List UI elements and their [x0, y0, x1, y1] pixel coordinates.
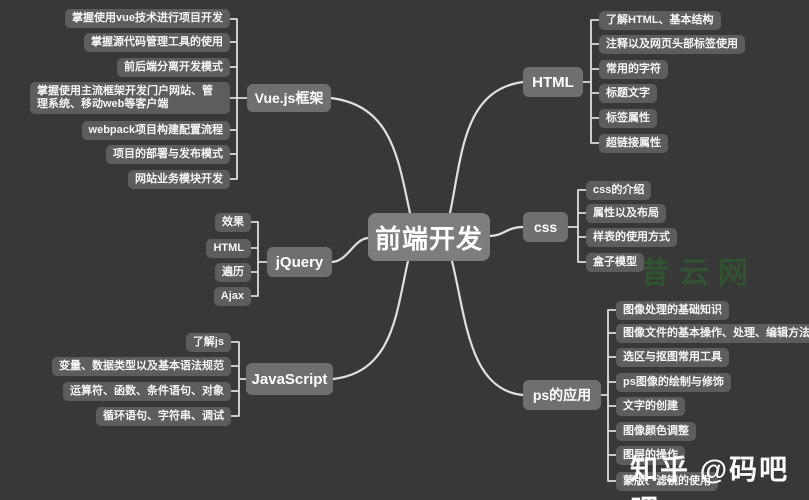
topic-node: 了解HTML、基本结构	[599, 11, 721, 30]
topic-node: 掌握源代码管理工具的使用	[84, 33, 230, 52]
topic-node: 蒙版、滤镜的使用	[616, 472, 718, 491]
topic-node: HTML	[206, 239, 251, 258]
topic-node: 样表的使用方式	[586, 228, 677, 247]
topic-node: 图像颜色调整	[616, 422, 696, 441]
topic-node: 标题文字	[599, 84, 657, 103]
topic-node: Ajax	[213, 287, 251, 306]
topic-node: 变量、数据类型以及基本语法规范	[52, 357, 231, 376]
center-topic-node: 前端开发	[368, 213, 490, 261]
zhihu-author-watermark: 知乎 @码吧吧	[630, 454, 790, 500]
topic-node: 前后端分离开发模式	[117, 58, 230, 77]
topic-node: 常用的字符	[599, 60, 668, 79]
branch-node-html: HTML	[523, 67, 583, 97]
connector-center-html	[448, 80, 525, 215]
topic-node: 网站业务模块开发	[128, 170, 230, 189]
topic-node: 属性以及布局	[586, 204, 666, 223]
topic-node: 效果	[215, 213, 251, 232]
topic-node: 掌握使用主流框架开发门户网站、管理系统、移动web等客户端	[30, 82, 230, 114]
topic-node: 掌握使用vue技术进行项目开发	[65, 9, 230, 28]
topic-node: 标签属性	[599, 109, 657, 128]
site-watermark: 昔云网	[640, 257, 757, 290]
child-bracket-connectors	[229, 18, 617, 482]
branch-node-vuejs: Vue.js框架	[247, 84, 331, 112]
topic-node: webpack项目构建配置流程	[81, 121, 230, 140]
connector-center-css	[488, 225, 525, 238]
topic-node: 注释以及网页头部标签使用	[599, 35, 745, 54]
topic-node: 超链接属性	[599, 134, 668, 153]
topic-node: 图像文件的基本操作、处理、编辑方法	[616, 324, 809, 343]
topic-node: 循环语句、字符串、调试	[96, 407, 231, 426]
branch-node-ps: ps的应用	[523, 380, 601, 410]
branch-node-jquery: jQuery	[267, 247, 332, 277]
topic-node: 项目的部署与发布模式	[106, 145, 230, 164]
topic-node: ps图像的绘制与修饰	[616, 373, 731, 392]
topic-node: css的介绍	[586, 181, 652, 200]
topic-node: 遍历	[215, 263, 251, 282]
connector-center-jquery	[330, 236, 370, 264]
topic-node: 了解js	[185, 333, 231, 352]
topic-node: 图像处理的基础知识	[616, 301, 729, 320]
topic-node: 图层的操作	[616, 446, 685, 465]
connector-center-ps	[450, 259, 525, 397]
branch-node-css: css	[523, 212, 568, 242]
connector-center-javascript	[331, 259, 410, 381]
topic-node: 运算符、函数、条件语句、对象	[63, 382, 231, 401]
topic-node: 盒子模型	[586, 253, 644, 272]
branch-node-javascript: JavaScript	[246, 363, 333, 395]
connector-center-vue	[329, 96, 412, 215]
topic-node: 文字的创建	[616, 397, 685, 416]
topic-node: 选区与抠图常用工具	[616, 348, 729, 367]
center-branch-connectors	[329, 80, 525, 397]
